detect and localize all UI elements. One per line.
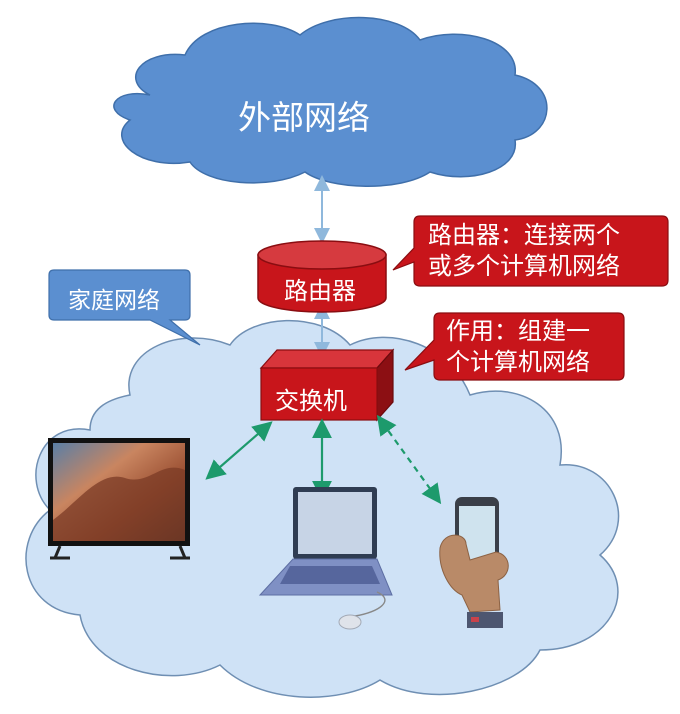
link-switch-tv <box>205 421 273 480</box>
router-label: 路由器 <box>284 277 356 305</box>
link-switch-phone <box>376 414 442 505</box>
switch-note-callout <box>404 312 625 381</box>
router-note-line1: 路由器：连接两个 <box>428 221 620 249</box>
home-network-label: 家庭网络 <box>68 288 160 314</box>
phone-icon <box>439 497 509 628</box>
home-network-callout <box>48 269 201 346</box>
switch-note-line1: 作用：组建一 <box>446 317 590 345</box>
router-note-callout <box>392 215 669 287</box>
switch-label: 交换机 <box>275 387 347 415</box>
switch-note-text: 作用：组建一 个计算机网络 <box>446 316 590 378</box>
external-network-label: 外部网络 <box>238 98 370 137</box>
laptop-icon <box>258 487 393 630</box>
router-note-text: 路由器：连接两个 或多个计算机网络 <box>428 220 620 282</box>
switch-icon <box>259 348 395 422</box>
external-network-cloud <box>113 16 548 187</box>
tv-icon <box>48 438 190 560</box>
switch-note-line2: 个计算机网络 <box>446 348 590 376</box>
router-icon <box>257 240 387 313</box>
router-note-line2: 或多个计算机网络 <box>428 252 620 280</box>
